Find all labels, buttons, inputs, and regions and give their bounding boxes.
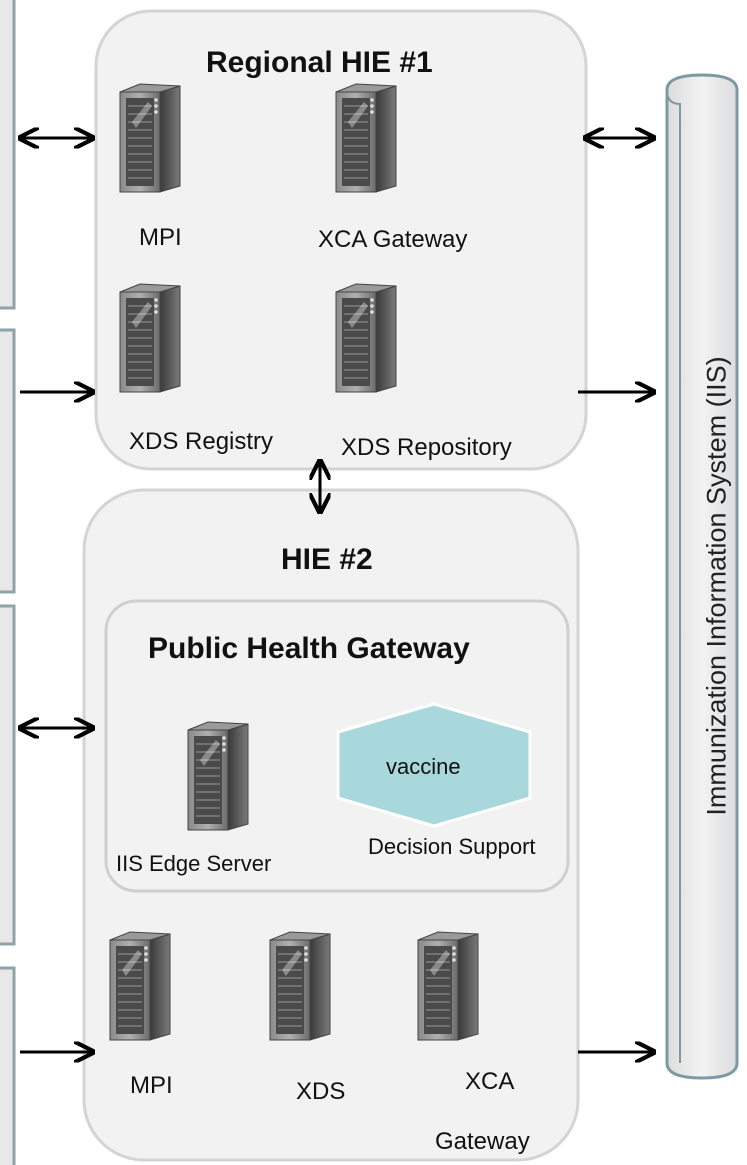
decision-support-label: Decision Support (368, 834, 536, 859)
regional-hie-title: Regional HIE #1 (206, 46, 433, 79)
hie2-xds-label: XDS (296, 1078, 346, 1105)
left-box-4 (0, 966, 16, 1165)
xds-repository-label: XDS Repository (341, 434, 512, 461)
hie2-xca-gateway-server-icon (417, 931, 479, 1041)
vaccine-hexagon (336, 702, 532, 828)
hie2-xds-server-icon (269, 931, 331, 1041)
public-health-gateway-title: Public Health Gateway (148, 632, 470, 665)
xds-repository-server-icon (335, 283, 397, 393)
left-box-2 (0, 328, 16, 594)
xca-gateway-server-icon (335, 83, 397, 193)
hie2-xca-label: XCA (465, 1068, 515, 1095)
iis-edge-server-label: IIS Edge Server (116, 851, 272, 876)
xds-registry-server-icon (119, 283, 181, 393)
xds-registry-label: XDS Registry (129, 428, 274, 455)
left-box-3 (0, 604, 16, 946)
hie2-title: HIE #2 (281, 543, 373, 576)
iis-edge-server-icon (187, 721, 249, 831)
hie2-mpi-server-icon (109, 931, 171, 1041)
iis-cylinder (665, 73, 739, 1080)
iis-label: Immunization Information System (IIS) (701, 356, 732, 816)
iis-cylinder-edge (666, 89, 681, 1063)
left-box-1 (0, 0, 16, 310)
mpi-label: MPI (139, 224, 182, 251)
xca-gateway-label: XCA Gateway (318, 226, 468, 253)
hie2-mpi-label: MPI (130, 1072, 173, 1099)
mpi-server-icon (119, 83, 181, 193)
vaccine-label: vaccine (386, 754, 461, 779)
hie2-gateway-label: Gateway (435, 1128, 530, 1155)
regional-hie-panel (94, 9, 588, 471)
